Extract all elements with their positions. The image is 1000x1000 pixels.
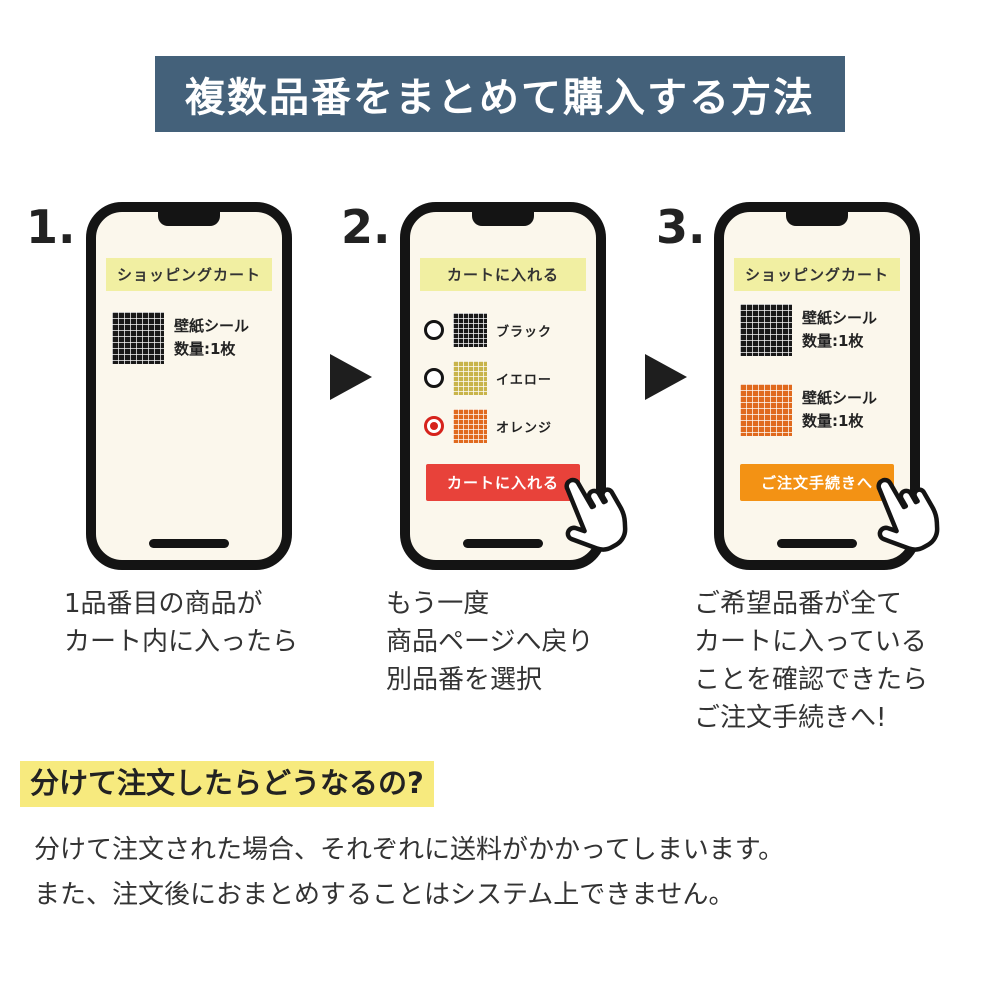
- cart-item-text: 壁紙シール 数量:1枚: [174, 315, 249, 362]
- hand-cursor-icon: [876, 477, 940, 552]
- checkout-button[interactable]: ご注文手続きへ: [740, 464, 894, 501]
- cart-item-text: 壁紙シール 数量:1枚: [802, 387, 877, 434]
- home-indicator: [777, 539, 857, 548]
- faq-body-line: 分けて注文された場合、それぞれに送料がかかってしまいます。: [34, 835, 785, 865]
- cart-screen-title: ショッピングカート: [744, 266, 889, 284]
- faq-heading: 分けて注文したらどうなるの?: [20, 760, 434, 807]
- radio-button-unselected[interactable]: [424, 368, 444, 388]
- step-number-2: 2.: [341, 200, 391, 254]
- swatch-orange: [453, 409, 487, 443]
- phone-notch: [786, 210, 848, 226]
- title-banner: 複数品番をまとめて購入する方法: [155, 56, 845, 132]
- cart-item: 壁紙シール 数量:1枚: [740, 304, 877, 356]
- caption-line: ことを確認できたら: [694, 664, 929, 695]
- item-name: 壁紙シール: [802, 388, 878, 407]
- caption-line: 1品番目の商品が: [64, 589, 263, 619]
- step1-caption: 1品番目の商品が カート内に入ったら: [64, 586, 298, 662]
- add-to-cart-screen-title: カートに入れる: [446, 266, 559, 284]
- add-to-cart-screen-header: カートに入れる: [420, 258, 586, 291]
- arrow-right-icon: [330, 354, 372, 400]
- item-name: 壁紙シール: [174, 316, 250, 335]
- cart-screen-title: ショッピングカート: [116, 266, 261, 284]
- home-indicator: [149, 539, 229, 548]
- step3-caption: ご希望品番が全て カートに入っている ことを確認できたら ご注文手続きへ!: [694, 586, 928, 738]
- faq-heading-text: 分けて注文したらどうなるの?: [20, 761, 434, 807]
- product-swatch-black: [740, 304, 792, 356]
- product-swatch-black: [112, 312, 164, 364]
- cart-screen-header: ショッピングカート: [106, 258, 272, 291]
- faq-body-line: また、注文後におまとめすることはシステム上できません。: [34, 879, 735, 910]
- caption-line: ご希望品番が全て: [694, 589, 903, 619]
- caption-line: 商品ページへ戻り: [386, 626, 594, 657]
- caption-line: もう一度: [386, 589, 490, 619]
- caption-line: ご注文手続きへ!: [694, 702, 887, 733]
- cart-item: 壁紙シール 数量:1枚: [740, 384, 877, 436]
- color-option-orange[interactable]: オレンジ: [424, 408, 552, 444]
- radio-button-selected[interactable]: [424, 416, 444, 436]
- radio-button-unselected[interactable]: [424, 320, 444, 340]
- item-quantity: 数量:1枚: [802, 412, 864, 430]
- add-to-cart-button[interactable]: カートに入れる: [426, 464, 580, 501]
- caption-line: カート内に入ったら: [64, 626, 299, 657]
- step-number-3: 3.: [656, 200, 706, 254]
- color-option-yellow[interactable]: イエロー: [424, 360, 552, 396]
- color-option-black[interactable]: ブラック: [424, 312, 552, 348]
- hand-cursor-icon: [564, 477, 628, 552]
- item-quantity: 数量:1枚: [802, 332, 864, 350]
- cart-item-text: 壁紙シール 数量:1枚: [802, 307, 877, 354]
- item-name: 壁紙シール: [802, 308, 878, 327]
- arrow-right-icon: [645, 354, 687, 400]
- swatch-black: [453, 313, 487, 347]
- home-indicator: [463, 539, 543, 548]
- page-title: 複数品番をまとめて購入する方法: [185, 75, 815, 121]
- caption-line: カートに入っている: [694, 626, 927, 657]
- product-swatch-orange: [740, 384, 792, 436]
- option-label: ブラック: [496, 324, 553, 340]
- step-number-1: 1.: [26, 200, 76, 254]
- faq-body: 分けて注文された場合、それぞれに送料がかかってしまいます。 また、注文後におまと…: [34, 828, 784, 917]
- phone-step2: カートに入れる ブラック イエロー オレンジ カートに入れる: [400, 202, 606, 570]
- caption-line: 別品番を選択: [386, 664, 543, 695]
- swatch-yellow: [453, 361, 487, 395]
- phone-notch: [158, 210, 220, 226]
- cart-screen-header: ショッピングカート: [734, 258, 900, 291]
- option-label: オレンジ: [496, 420, 553, 436]
- step2-caption: もう一度 商品ページへ戻り 別品番を選択: [386, 586, 593, 700]
- option-label: イエロー: [496, 372, 552, 388]
- phone-step1: ショッピングカート 壁紙シール 数量:1枚: [86, 202, 292, 570]
- item-quantity: 数量:1枚: [174, 340, 236, 358]
- cart-item: 壁紙シール 数量:1枚: [112, 312, 249, 364]
- phone-notch: [472, 210, 534, 226]
